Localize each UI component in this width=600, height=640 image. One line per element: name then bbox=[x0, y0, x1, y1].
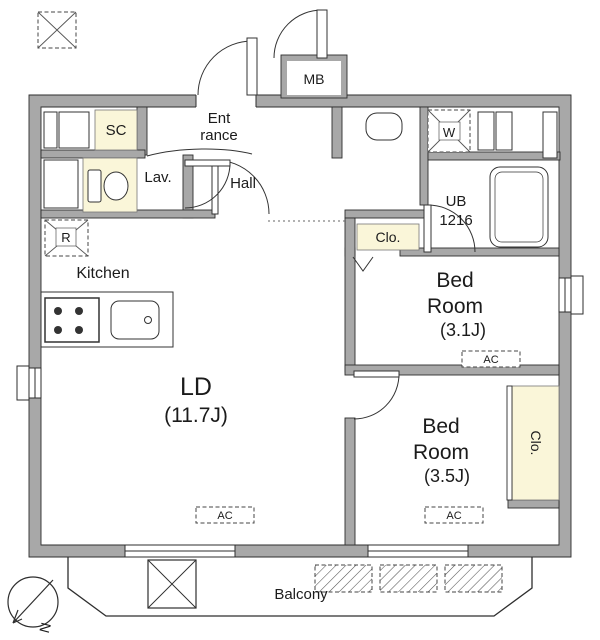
walls bbox=[28, 54, 572, 558]
label-closet-top: Clo. bbox=[376, 229, 401, 245]
ac-box-ld bbox=[195, 506, 255, 524]
ub-door-arc bbox=[427, 204, 476, 253]
compass-icon bbox=[7, 576, 59, 628]
label-balcony: Balcony bbox=[274, 586, 328, 603]
label-ac-ld: AC bbox=[217, 510, 232, 522]
label-ub-2: 1216 bbox=[439, 212, 472, 229]
label-bedroom2-1: Bed bbox=[422, 415, 459, 438]
wall-segment bbox=[40, 149, 146, 159]
balcony-hatch bbox=[379, 564, 438, 593]
balcony-hatch bbox=[314, 564, 373, 593]
label-fridge: R bbox=[61, 230, 70, 245]
wall-segment bbox=[419, 106, 429, 206]
entrance-door-arc bbox=[197, 40, 253, 96]
stove-burners bbox=[54, 307, 83, 334]
cream-areas bbox=[82, 109, 560, 501]
fixtures bbox=[40, 111, 558, 348]
balcony-outline bbox=[67, 557, 533, 617]
wall-segment bbox=[399, 247, 560, 257]
closet-right-area bbox=[511, 385, 560, 501]
balcony-hatch bbox=[444, 564, 503, 593]
closet-right-door bbox=[506, 385, 513, 501]
wall-segment bbox=[136, 106, 148, 156]
label-ac-bedroom2: AC bbox=[446, 510, 461, 522]
hall-door-leaf bbox=[211, 159, 219, 215]
label-bedroom1-2: Room bbox=[427, 295, 483, 318]
label-bedroom2-3: (3.5J) bbox=[424, 466, 470, 486]
label-lav: Lav. bbox=[144, 169, 171, 186]
wall-outer-ring bbox=[28, 94, 572, 558]
bedroom2-door-arc bbox=[353, 373, 400, 420]
entrance-step-line bbox=[146, 148, 253, 157]
label-bedroom1-1: Bed bbox=[436, 269, 473, 292]
label-bedroom1-3: (3.1J) bbox=[440, 320, 486, 340]
label-ld-1: LD bbox=[180, 373, 212, 401]
doors bbox=[146, 9, 476, 420]
label-sc: SC bbox=[106, 122, 127, 139]
toilet-bowl bbox=[103, 171, 129, 201]
lav-door-leaf bbox=[184, 159, 231, 167]
washbasin bbox=[365, 112, 403, 141]
label-entrance-2: rance bbox=[200, 127, 238, 144]
label-entrance-1: Ent bbox=[208, 110, 231, 127]
label-ac-bedroom1: AC bbox=[483, 354, 498, 366]
label-backings bbox=[55, 121, 461, 247]
ub-door-leaf bbox=[423, 204, 432, 253]
wall-segment bbox=[427, 151, 561, 161]
closet-top-area bbox=[356, 223, 420, 251]
bathtub-inner bbox=[494, 171, 544, 243]
label-kitchen: Kitchen bbox=[76, 265, 129, 282]
ac-box-bedroom2 bbox=[424, 506, 484, 524]
pipe-space bbox=[477, 111, 495, 151]
label-hall: Hall bbox=[230, 175, 256, 192]
label-closet-right: Clo. bbox=[528, 431, 544, 456]
sink-drain bbox=[144, 316, 152, 324]
bedroom2-door-leaf bbox=[353, 370, 400, 378]
kitchen-sink bbox=[110, 300, 160, 340]
pipe-space bbox=[495, 111, 513, 151]
wall-segment bbox=[344, 364, 560, 376]
pipe-space bbox=[542, 111, 558, 159]
label-ub-1: UB bbox=[446, 193, 467, 210]
window-frames bbox=[16, 95, 584, 558]
label-washer: W bbox=[443, 125, 456, 140]
label-mb: MB bbox=[304, 71, 325, 87]
label-compass-north: N bbox=[36, 621, 54, 635]
window-left-sill bbox=[16, 365, 30, 401]
kitchen-stove bbox=[44, 297, 100, 343]
lav-door-arc bbox=[184, 162, 231, 209]
wall-segment bbox=[344, 217, 356, 373]
wall-segment bbox=[331, 106, 343, 159]
wall-segment bbox=[344, 209, 429, 219]
wall-segment bbox=[344, 417, 356, 546]
toilet-tank bbox=[87, 169, 102, 203]
labels: SC Ent rance MB Lav. Hall W UB 1216 Clo.… bbox=[36, 71, 544, 635]
entry-cabinet bbox=[43, 111, 58, 149]
ac-box-bedroom1 bbox=[461, 350, 521, 368]
shoe-closet-area bbox=[94, 109, 138, 151]
closet-folding-door-mark bbox=[352, 256, 374, 272]
balcony-equipment-box bbox=[147, 559, 197, 609]
entrance-door-leaf bbox=[246, 37, 258, 96]
mb-door-leaf bbox=[316, 9, 328, 59]
label-ld-2: (11.7J) bbox=[164, 404, 228, 427]
mb-door-arc bbox=[273, 9, 323, 59]
label-bedroom2-2: Room bbox=[413, 441, 469, 464]
storage-niche bbox=[43, 159, 79, 209]
entry-cabinet bbox=[58, 111, 90, 149]
window-right-sill bbox=[570, 275, 584, 315]
wall-segment bbox=[507, 499, 560, 509]
